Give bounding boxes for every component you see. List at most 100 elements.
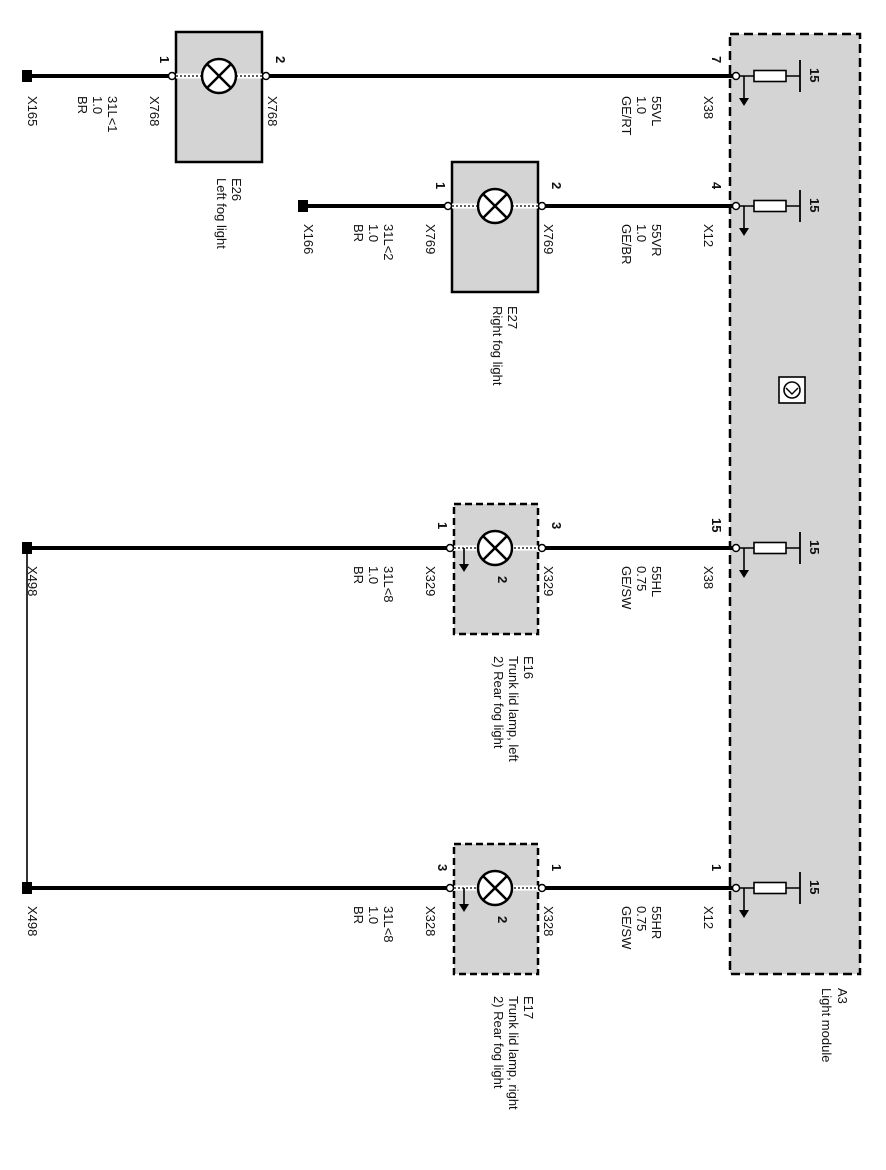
lamp-connector-label: X329: [541, 566, 556, 596]
lamp-pin-label: 2: [549, 182, 564, 189]
module-output-icon: [739, 872, 801, 918]
connector-pin-icon: [731, 543, 741, 553]
circuit-e26: 15 7 X38 55VL 1.0 GE/RT 2 X768 1 X768 31…: [22, 30, 822, 249]
lamp-housing: [450, 160, 540, 294]
lamp-connector-label: X769: [541, 224, 556, 254]
connector-pin-icon: [537, 543, 547, 553]
wire-color-label: GE/SW: [619, 566, 634, 610]
bulb-icon: [476, 187, 514, 225]
connector-pin-icon: [731, 71, 741, 81]
lamp-number-label: 2: [495, 916, 510, 923]
light-module-name: Light module: [819, 988, 834, 1062]
connector-pin-icon: [445, 543, 455, 553]
wire-size-label: 0.75: [634, 906, 649, 931]
wire-size-label: 1.0: [90, 96, 105, 114]
module-pin-label: 4: [709, 182, 724, 190]
ground-terminal-icon: [298, 200, 308, 212]
lamp-connector-label: X328: [423, 906, 438, 936]
module-pin-label: 15: [709, 518, 724, 532]
module-output-icon: [739, 60, 801, 106]
wire-signal-label: 55VL: [649, 96, 664, 126]
circuit-e27: 15 4 X12 55VR 1.0 GE/BR 2 X769 1 X769 31…: [298, 160, 822, 386]
wire-color-label: BR: [351, 566, 366, 584]
component-id: E17: [521, 996, 536, 1019]
component-subname: 2) Rear fog light: [491, 996, 506, 1089]
lamp-ground-arrow-icon: [459, 888, 469, 912]
wire-color-label: BR: [351, 224, 366, 242]
wire-signal-label: 31L<8: [381, 906, 396, 943]
component-id: E16: [521, 656, 536, 679]
lamp-pin-label: 1: [433, 182, 448, 189]
fuse-label: 15: [807, 540, 822, 554]
connector-pin-icon: [443, 201, 453, 211]
wire-size-label: 1.0: [366, 906, 381, 924]
wire-signal-label: 31L<8: [381, 566, 396, 603]
lamp-housing: [452, 842, 540, 976]
lamp-number-label: 2: [495, 576, 510, 583]
fuse-label: 15: [807, 68, 822, 82]
wire-size-label: 1.0: [634, 224, 649, 242]
circuit-e16: 15 15 X38 55HL 0.75 GE/SW 3 X329 1 X329 …: [22, 502, 822, 762]
module-connector-label: X12: [701, 906, 716, 929]
bulb-icon: [476, 529, 514, 567]
wire-color-label: GE/RT: [619, 96, 634, 136]
wire-color-label: BR: [351, 906, 366, 924]
connector-pin-icon: [445, 883, 455, 893]
wire-signal-label: 55VR: [649, 224, 664, 257]
ground-connector-label: X165: [25, 96, 40, 126]
wire-color-label: BR: [75, 96, 90, 114]
lamp-pin-label: 1: [549, 864, 564, 871]
lamp-housing: [174, 30, 264, 164]
module-pin-label: 1: [709, 864, 724, 871]
lamp-pin-label: 3: [435, 864, 450, 871]
connector-pin-icon: [537, 883, 547, 893]
lamp-ground-arrow-icon: [459, 548, 469, 572]
connector-pin-icon: [731, 201, 741, 211]
light-module-housing: [728, 32, 862, 976]
ground-connector-label: X498: [25, 566, 40, 596]
component-id: E27: [505, 306, 520, 329]
lamp-housing: [452, 502, 540, 636]
connector-pin-icon: [731, 883, 741, 893]
component-subname: 2) Rear fog light: [491, 656, 506, 749]
module-connector-label: X12: [701, 224, 716, 247]
connector-pin-icon: [537, 201, 547, 211]
lamp-connector-label: X328: [541, 906, 556, 936]
lamp-connector-label: X768: [147, 96, 162, 126]
connector-pin-icon: [261, 71, 271, 81]
wire-size-label: 1.0: [366, 566, 381, 584]
wire-size-label: 1.0: [634, 96, 649, 114]
ground-connector-label: X166: [301, 224, 316, 254]
wire-signal-label: 55HL: [649, 566, 664, 597]
lamp-connector-label: X329: [423, 566, 438, 596]
bulb-icon: [200, 57, 238, 95]
component-name: Right fog light: [490, 306, 505, 386]
fuse-label: 15: [807, 198, 822, 212]
wire-color-label: GE/BR: [619, 224, 634, 264]
module-connector-label: X38: [701, 566, 716, 589]
lamp-connector-label: X769: [423, 224, 438, 254]
wire-size-label: 1.0: [366, 224, 381, 242]
component-id: E26: [229, 178, 244, 201]
connector-pin-icon: [167, 71, 177, 81]
module-pin-label: 7: [709, 56, 724, 63]
component-name: Left fog light: [214, 178, 229, 249]
lamp-pin-label: 2: [273, 56, 288, 63]
lamp-pin-label: 3: [549, 522, 564, 529]
module-output-icon: [739, 190, 801, 236]
module-symbol-icon: [778, 376, 806, 404]
light-module-code: A3: [835, 988, 850, 1004]
module-connector-label: X38: [701, 96, 716, 119]
wire-signal-label: 31L<2: [381, 224, 396, 261]
ground-terminal-icon: [22, 70, 32, 82]
wire-signal-label: 31L<1: [105, 96, 120, 133]
bulb-icon: [476, 869, 514, 907]
lamp-connector-label: X768: [265, 96, 280, 126]
fuse-label: 15: [807, 880, 822, 894]
component-name: Trunk lid lamp, left: [506, 656, 521, 762]
module-output-icon: [739, 532, 801, 578]
lamp-pin-label: 1: [435, 522, 450, 529]
ground-connector-label: X498: [25, 906, 40, 936]
lamp-pin-label: 1: [157, 56, 172, 63]
